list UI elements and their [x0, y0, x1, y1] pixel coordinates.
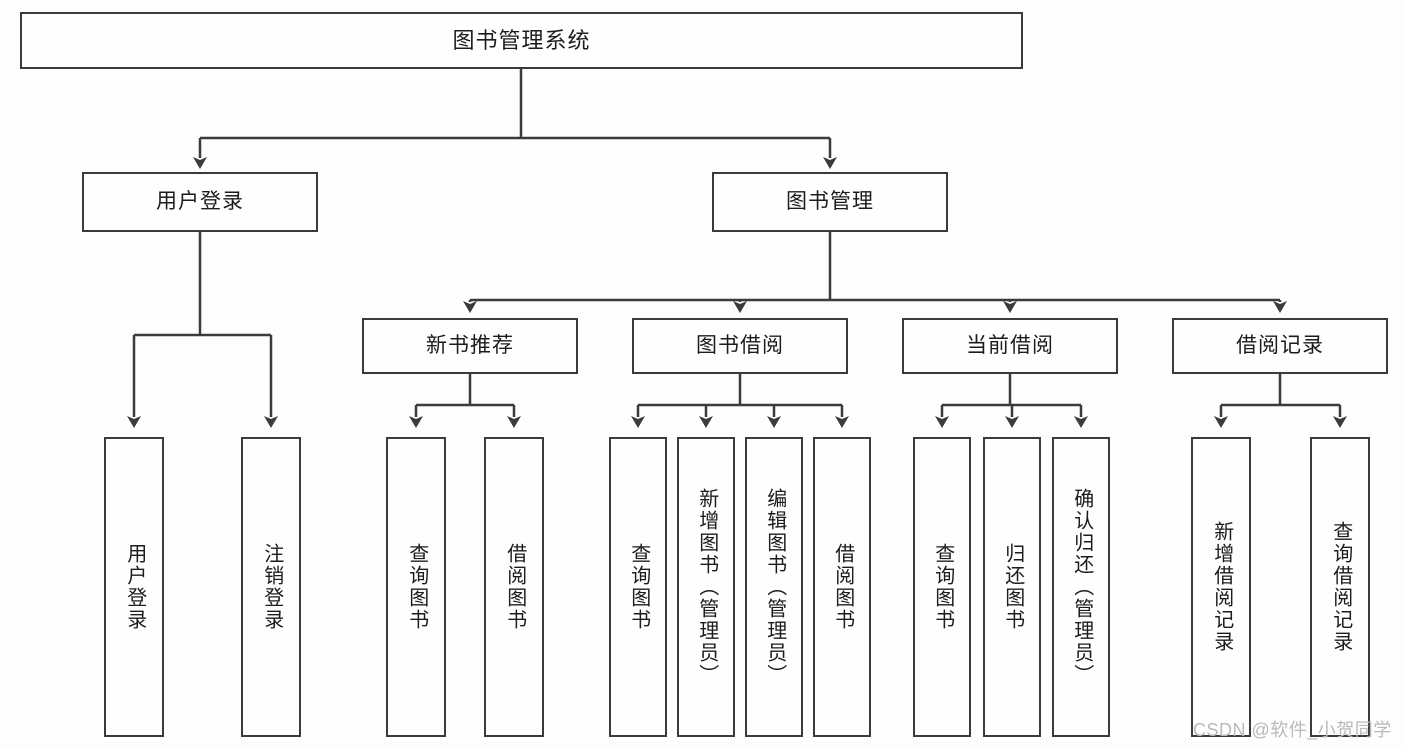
leaf-borrow-borrow-book[interactable]: 借阅图书 [813, 437, 871, 737]
leaf-recommend-borrow-book-label: 借阅图书 [503, 543, 526, 631]
node-root-label: 图书管理系统 [452, 27, 591, 53]
leaf-user-login-label: 用户登录 [123, 543, 146, 631]
node-book-borrow[interactable]: 图书借阅 [632, 318, 848, 374]
leaf-current-confirm-return-label: 确认归还（管理员） [1070, 488, 1093, 686]
leaf-current-confirm-return[interactable]: 确认归还（管理员） [1052, 437, 1110, 737]
node-new-book-recommend-label: 新书推荐 [426, 333, 514, 357]
leaf-recommend-borrow-book[interactable]: 借阅图书 [484, 437, 544, 737]
leaf-borrow-add-book[interactable]: 新增图书（管理员） [677, 437, 735, 737]
leaf-add-borrow-record[interactable]: 新增借阅记录 [1191, 437, 1251, 737]
leaf-borrow-add-book-label: 新增图书（管理员） [695, 488, 718, 686]
leaf-borrow-edit-book-label: 编辑图书（管理员） [763, 488, 786, 686]
leaf-recommend-query-book[interactable]: 查询图书 [386, 437, 446, 737]
leaf-current-query-book[interactable]: 查询图书 [913, 437, 971, 737]
node-borrow-record-label: 借阅记录 [1236, 333, 1324, 357]
leaf-query-borrow-record[interactable]: 查询借阅记录 [1310, 437, 1370, 737]
leaf-logout-label: 注销登录 [260, 543, 283, 631]
leaf-add-borrow-record-label: 新增借阅记录 [1210, 521, 1233, 653]
leaf-query-borrow-record-label: 查询借阅记录 [1329, 521, 1352, 653]
node-book-borrow-label: 图书借阅 [696, 333, 784, 357]
leaf-user-login[interactable]: 用户登录 [104, 437, 164, 737]
leaf-logout[interactable]: 注销登录 [241, 437, 301, 737]
leaf-current-query-book-label: 查询图书 [931, 543, 954, 631]
node-user-login[interactable]: 用户登录 [82, 172, 318, 232]
node-borrow-record[interactable]: 借阅记录 [1172, 318, 1388, 374]
leaf-borrow-borrow-book-label: 借阅图书 [831, 543, 854, 631]
csdn-watermark: CSDN @软件_小贺同学 [1193, 720, 1392, 740]
node-book-management[interactable]: 图书管理 [712, 172, 948, 232]
node-user-login-label: 用户登录 [156, 189, 244, 213]
leaf-recommend-query-book-label: 查询图书 [405, 543, 428, 631]
leaf-borrow-edit-book[interactable]: 编辑图书（管理员） [745, 437, 803, 737]
node-root[interactable]: 图书管理系统 [20, 12, 1023, 69]
node-book-management-label: 图书管理 [786, 189, 874, 213]
leaf-current-return-book-label: 归还图书 [1001, 543, 1024, 631]
node-current-borrow-label: 当前借阅 [966, 333, 1054, 357]
leaf-borrow-query-book-label: 查询图书 [627, 543, 650, 631]
node-new-book-recommend[interactable]: 新书推荐 [362, 318, 578, 374]
node-current-borrow[interactable]: 当前借阅 [902, 318, 1118, 374]
leaf-borrow-query-book[interactable]: 查询图书 [609, 437, 667, 737]
leaf-current-return-book[interactable]: 归还图书 [983, 437, 1041, 737]
